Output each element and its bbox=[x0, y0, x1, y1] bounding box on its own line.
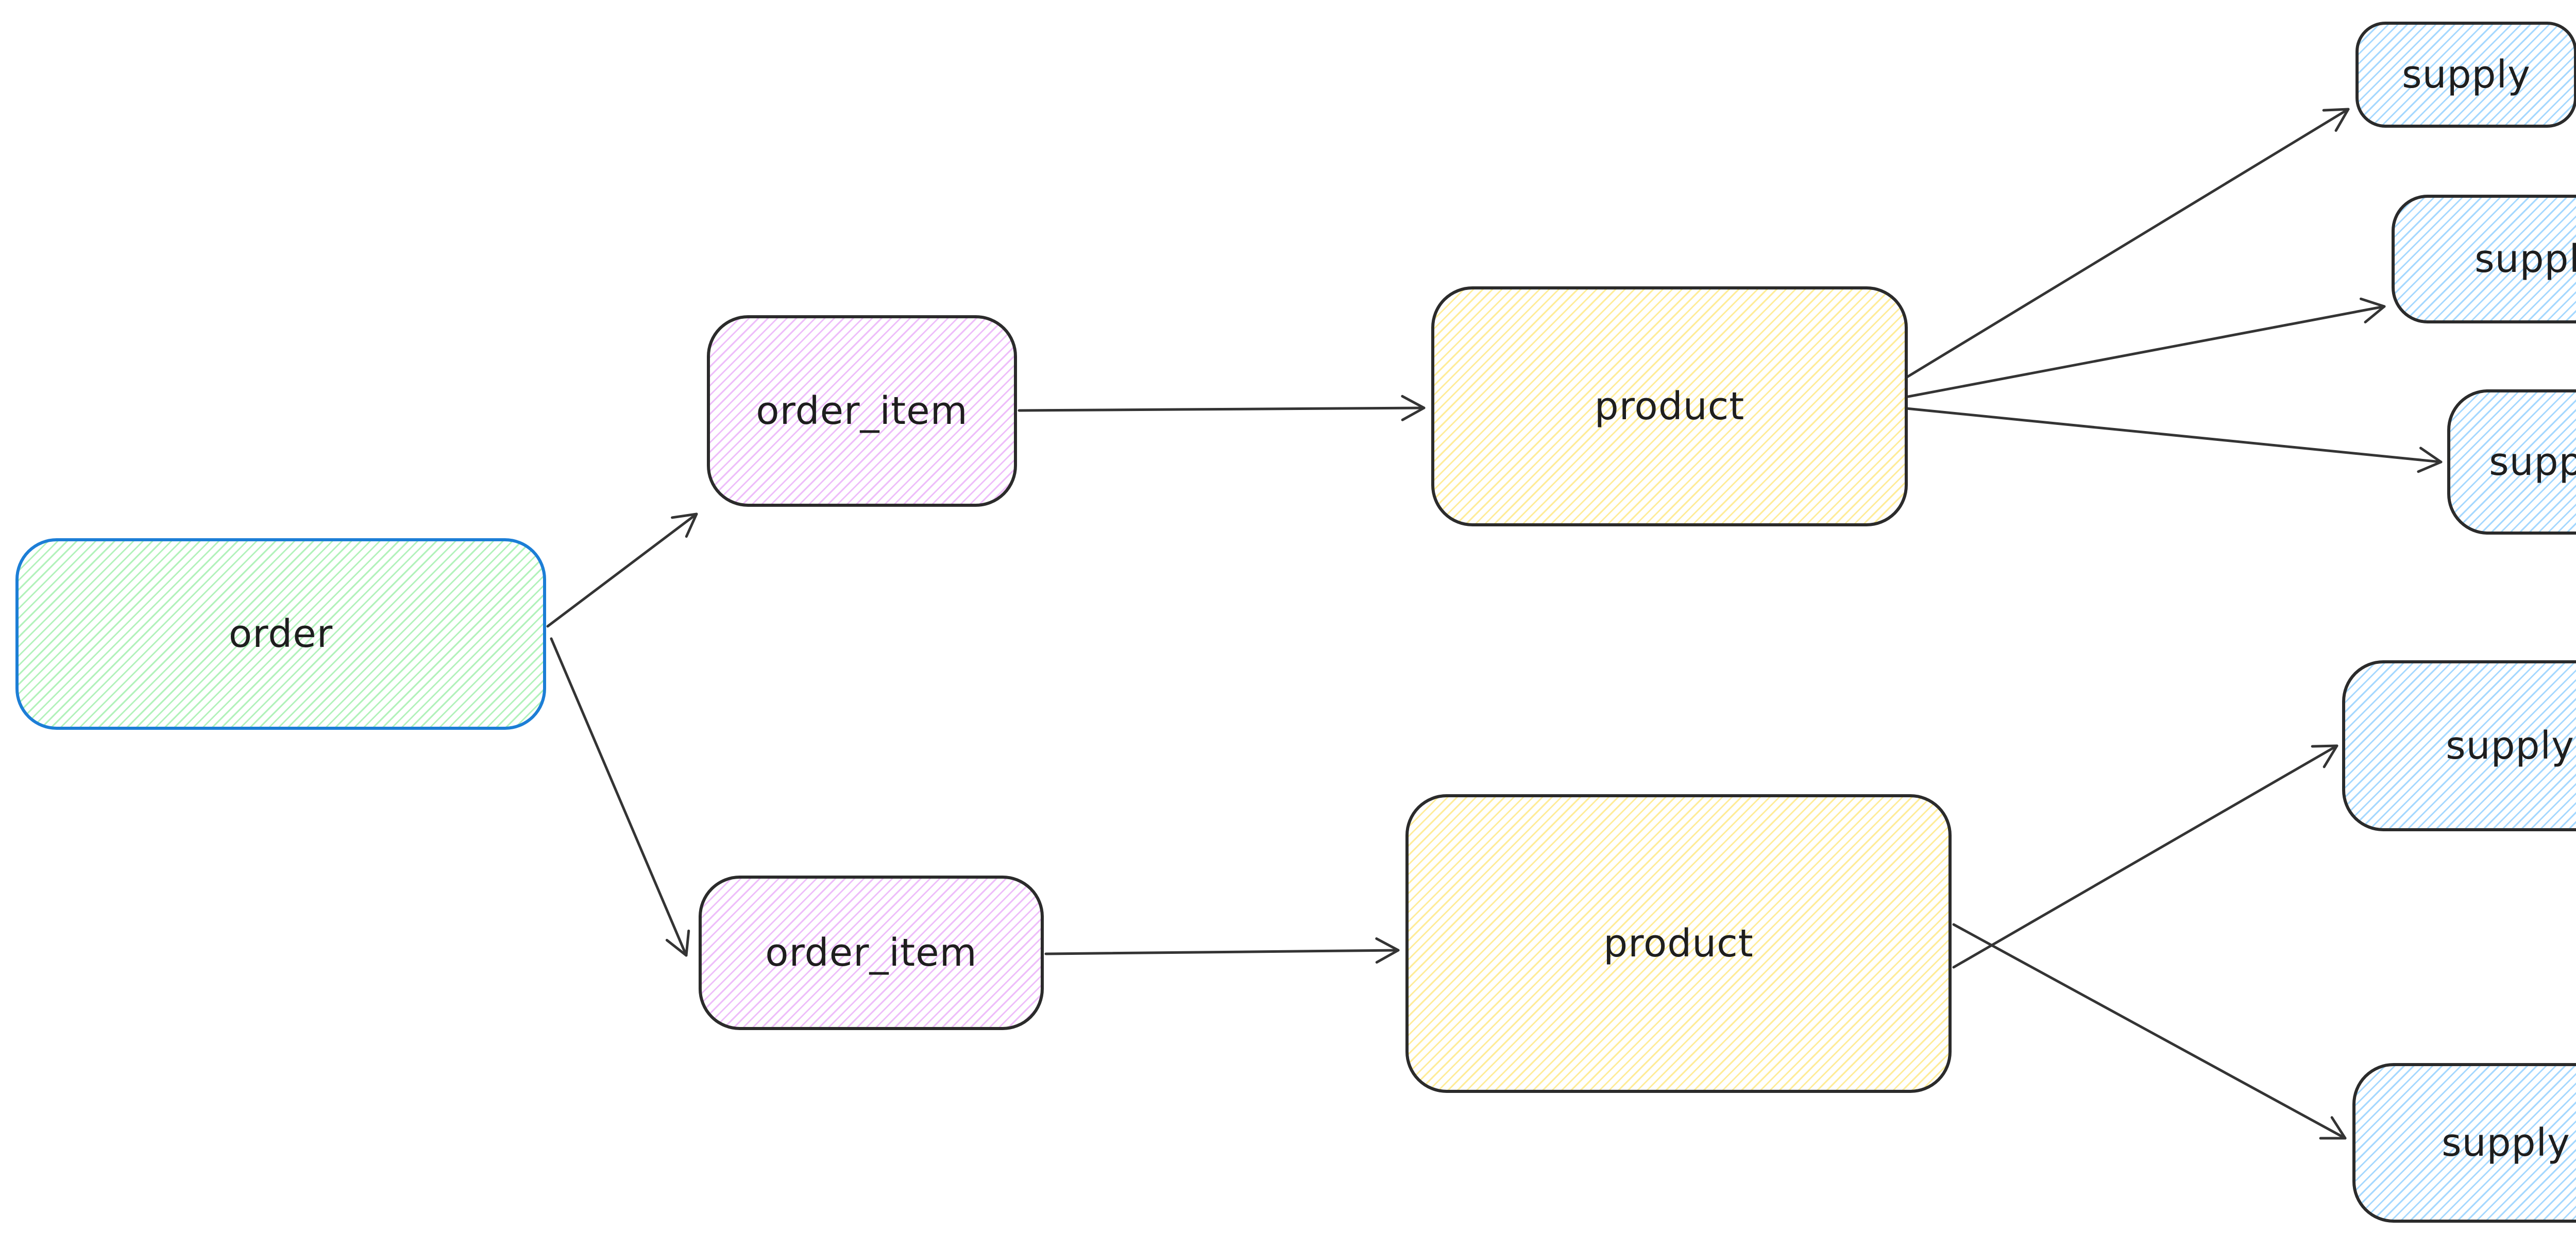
product-bottom-label: product bbox=[1603, 921, 1754, 966]
node-order-item-top[interactable]: order_item bbox=[707, 315, 1017, 507]
arrow-product-top-to-supply-1[interactable] bbox=[1905, 108, 2350, 379]
arrow-product-top-to-supply-2[interactable] bbox=[1907, 297, 2386, 398]
node-product-top[interactable]: product bbox=[1431, 286, 1908, 526]
arrow-product-bottom-to-supply-5[interactable] bbox=[1952, 923, 2347, 1140]
arrow-product-bottom-to-supply-4[interactable] bbox=[1952, 744, 2338, 969]
arrow-product-top-to-supply-3[interactable] bbox=[1905, 407, 2443, 473]
node-supply-3[interactable]: supply bbox=[2447, 389, 2576, 535]
supply-2-label: supply bbox=[2475, 237, 2576, 281]
order-item-bottom-label: order_item bbox=[765, 931, 977, 975]
arrow-order-item-bottom-to-product-bottom[interactable] bbox=[1044, 937, 1400, 964]
node-supply-1[interactable]: supply bbox=[2355, 22, 2576, 128]
product-top-label: product bbox=[1594, 384, 1745, 429]
node-supply-4[interactable]: supply bbox=[2342, 660, 2576, 831]
arrow-order-item-top-to-product-top[interactable] bbox=[1018, 395, 1426, 421]
supply-5-label: supply bbox=[2442, 1121, 2570, 1165]
node-supply-2[interactable]: supply bbox=[2392, 195, 2576, 323]
order-label: order bbox=[228, 612, 333, 656]
node-order[interactable]: order bbox=[15, 538, 546, 730]
supply-4-label: supply bbox=[2446, 724, 2574, 768]
supply-3-label: supply bbox=[2489, 440, 2576, 484]
node-order-item-bottom[interactable]: order_item bbox=[699, 876, 1044, 1030]
supply-1-label: supply bbox=[2402, 53, 2531, 97]
arrow-order-to-order-item-bottom[interactable] bbox=[550, 637, 690, 957]
arrow-order-to-order-item-top[interactable] bbox=[546, 512, 698, 628]
node-product-bottom[interactable]: product bbox=[1405, 794, 1952, 1093]
node-supply-5[interactable]: supply bbox=[2352, 1063, 2576, 1223]
order-item-top-label: order_item bbox=[756, 389, 968, 433]
